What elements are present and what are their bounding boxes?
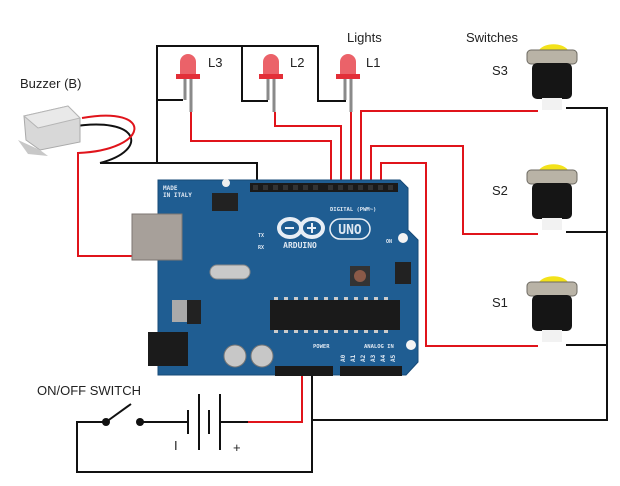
buzzer [18,105,81,156]
button-cap[interactable] [539,164,568,170]
atmega-chip [270,300,400,330]
power-vin-wire [248,373,303,423]
button-body [532,183,572,219]
capacitor [223,344,247,368]
led-l3: L3 [176,54,222,112]
arduino-logo [277,217,325,239]
leds: L3 L2 L1 [176,54,380,112]
led-l2-wire [274,112,342,188]
analog-label: ANALOG IN [364,344,394,350]
battery: I + [174,394,241,455]
made-label: MADE [163,185,178,192]
button-terminal [542,330,562,342]
switch-label: S2 [492,183,508,198]
analog-pin-label: A1 [350,354,357,362]
led-rim [176,74,200,79]
board-model: UNO [338,223,362,238]
dc-jack [148,332,188,366]
button-body [532,295,572,331]
icsp-header [212,193,238,211]
analog-pin-label: A3 [370,354,377,362]
led-ground-bus [156,45,346,163]
buzzer-black-lead [69,123,133,164]
usb-port [131,213,183,261]
analog-pin-label: A2 [360,354,367,362]
switch-label: S1 [492,295,508,310]
battery-plus-label: + [233,440,241,455]
crystal [209,264,251,280]
analog-pin-label: A0 [340,354,347,362]
uno-badge [329,218,371,240]
button-cap[interactable] [539,276,568,282]
led-label: L3 [208,55,222,70]
switch-lever [105,403,132,423]
on-label: ON [386,239,392,245]
button-nut [526,169,578,185]
switch-s3-wire [360,110,538,188]
digital-label: DIGITAL (PWM~) [330,207,376,213]
led-rim [336,74,360,79]
button-terminal [542,218,562,230]
led-dome [340,54,356,76]
rx-label: RX [258,245,264,251]
analog-pin-label: A5 [390,354,397,362]
digital-header [250,183,398,192]
led-l2: L2 [259,54,304,112]
tx-label: TX [258,233,264,239]
switch-ground-rail [312,107,608,421]
button-body [532,63,572,99]
led-rim [259,74,283,79]
led-l1: L1 [336,54,380,112]
buzzer-red-lead [77,114,317,257]
onoff-switch-label: ON/OFF SWITCH [37,383,141,398]
led-dome [180,54,196,76]
black-wires [69,45,608,473]
led-l3-wire [190,112,332,188]
led-dome [263,54,279,76]
power-header [275,366,333,376]
icsp2-header [395,262,411,284]
switch-s2-wire [370,145,538,235]
switch-terminal [136,418,144,426]
on-off-switch[interactable] [102,403,144,426]
switch-label: S3 [492,63,508,78]
power-label: POWER [313,344,330,350]
arduino-uno-board: UNO ARDUINO MADE IN ITALY DIGITAL (PWM~)… [131,179,419,376]
led-label: L1 [366,55,380,70]
analog-pin-label: A4 [380,354,387,362]
board-brand: ARDUINO [283,241,317,250]
gnd-power-pin [76,373,313,473]
made-in-italy-label: IN ITALY [163,192,192,199]
button-cap[interactable] [539,44,568,50]
lights-heading: Lights [347,30,382,45]
button-nut [526,49,578,65]
push-button-s2[interactable]: S2 [492,164,578,230]
push-button-s3[interactable]: S3 [492,44,578,110]
battery-minus-label: I [174,438,178,453]
capacitor [250,344,274,368]
switch-s1-wire [380,162,538,347]
buzzer-label: Buzzer (B) [20,76,81,91]
switches-heading: Switches [466,30,519,45]
red-wires [77,110,538,423]
button-terminal [542,98,562,110]
analog-header [340,366,402,376]
push-button-s1[interactable]: S1 [492,276,578,342]
button-nut [526,281,578,297]
led-label: L2 [290,55,304,70]
